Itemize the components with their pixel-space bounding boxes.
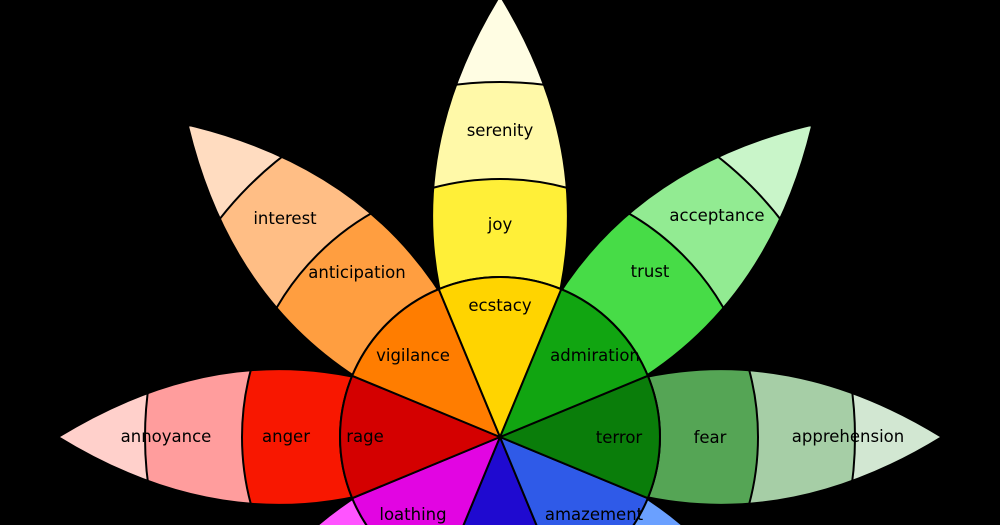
inner-wedge-fear [499, 374, 661, 500]
inner-wedge-joy [437, 276, 563, 438]
label-apprehension: apprehension [792, 427, 904, 446]
inner-wedge-disgust [351, 436, 501, 525]
label-amazement: amazement [545, 505, 644, 524]
inner-wedge-trust [499, 288, 649, 438]
label-fear: fear [694, 428, 727, 447]
label-annoyance: annoyance [121, 427, 212, 446]
label-interest: interest [253, 209, 317, 228]
label-admiration: admiration [550, 346, 640, 365]
label-serenity: serenity [467, 121, 534, 140]
label-joy: joy [487, 215, 513, 234]
inner-wedge-sadness [462, 436, 538, 525]
inner-wedge-surprise [499, 436, 649, 525]
label-rage: rage [346, 427, 384, 446]
label-terror: terror [596, 428, 643, 447]
label-acceptance: acceptance [669, 206, 764, 225]
label-ecstacy: ecstacy [468, 296, 531, 315]
label-loathing: loathing [379, 505, 446, 524]
inner-wedge-anger [339, 374, 501, 500]
label-trust: trust [631, 262, 670, 281]
label-anticipation: anticipation [308, 263, 405, 282]
inner-wedge-anticipation [351, 288, 501, 438]
label-vigilance: vigilance [376, 346, 450, 365]
label-anger: anger [262, 427, 310, 446]
